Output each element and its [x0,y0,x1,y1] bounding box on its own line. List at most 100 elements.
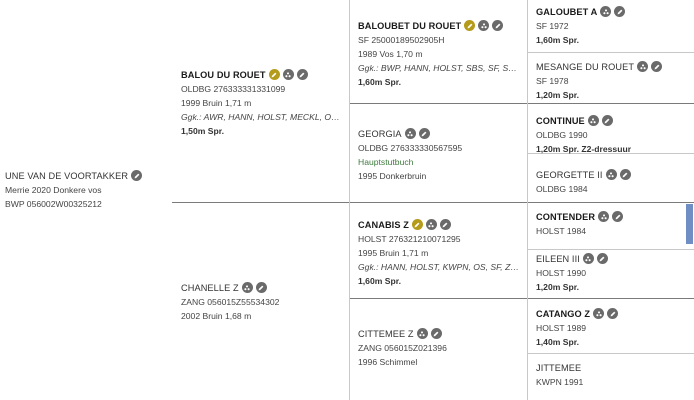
ancestor-name[interactable]: CONTINUE [536,115,585,126]
pencil-icon[interactable] [601,115,613,126]
ancestor-name[interactable]: EILEEN III [536,253,580,264]
family-icon[interactable] [582,253,594,264]
ancestor-name[interactable]: GEORGETTE II [536,169,603,180]
family-icon[interactable] [605,169,617,180]
ancestor-card: CONTINUE OLDBG 1990 1,20m Spr. Z2-dressu… [536,113,631,156]
ancestor-card: GEORGETTE II OLDBG 1984 [536,167,631,196]
divider-gen1 [172,202,694,203]
paternal-granddam-details: 1995 Donkerbruin [358,171,427,181]
scrollbar-thumb[interactable] [686,204,693,244]
pencil-icon[interactable] [131,170,143,181]
ancestor-card: CONTENDER HOLST 1984 [536,209,624,238]
divider-gen3-4 [527,353,694,354]
ancestor-details: OLDBG 1984 [536,184,588,194]
dam-name[interactable]: CHANELLE Z [181,282,239,293]
family-icon[interactable] [637,61,649,72]
ancestor-details: HOLST 1989 [536,323,587,333]
column-line-gen2 [349,0,350,400]
ancestor-details: OLDBG 1990 [536,130,588,140]
paternal-grandsire-studbooks: Ggk.: BWP, HANN, HOLST, SBS, SF, SWB [358,63,522,73]
horse-registration: BWP 056002W00325212 [5,199,102,209]
family-icon[interactable] [282,69,294,80]
ancestor-details: SF 1972 [536,21,569,31]
paternal-grandsire-registration: SF 25000189502905H [358,35,445,45]
pencil-icon[interactable] [619,169,631,180]
ancestor-name[interactable]: CONTENDER [536,211,596,222]
maternal-granddam-card: CITTEMEE Z ZANG 056015Z021396 1996 Schim… [358,326,447,369]
divider-gen3-2 [527,153,694,154]
pencil-icon[interactable] [612,211,624,222]
column-line-gen3 [527,0,528,400]
pencil-icon[interactable] [418,128,430,139]
dam-registration: ZANG 056015Z55534302 [181,297,280,307]
sire-registration: OLDBG 276333331331099 [181,84,286,94]
pencil-icon[interactable] [614,6,626,17]
horse-details: Merrie 2020 Donkere vos [5,185,102,195]
ancestor-card: CATANGO Z HOLST 1989 1,40m Spr. [536,306,619,349]
maternal-granddam-details: 1996 Schimmel [358,357,418,367]
ancestor-card: JITTEMEE KWPN 1991 [536,360,583,389]
maternal-grandsire-card: CANABIS Z HOLST 276321210071295 1995 Bru… [358,217,522,288]
paternal-grandsire-details: 1989 Vos 1,70 m [358,49,423,59]
family-icon[interactable] [598,211,610,222]
gold-star-pencil-icon[interactable] [464,20,476,31]
sire-card: BALOU DU ROUET OLDBG 276333331331099 199… [181,67,341,138]
dam-details: 2002 Bruin 1,68 m [181,311,252,321]
maternal-grandsire-details: 1995 Bruin 1,71 m [358,248,429,258]
ancestor-performance: 1,60m Spr. [536,35,579,45]
sire-name[interactable]: BALOU DU ROUET [181,69,266,80]
paternal-grandsire-card: BALOUBET DU ROUET SF 25000189502905H 198… [358,18,522,89]
pencil-icon[interactable] [651,61,663,72]
ancestor-name[interactable]: GALOUBET A [536,6,598,17]
paternal-granddam-studbook: Hauptstutbuch [358,157,414,167]
pencil-icon[interactable] [255,282,267,293]
maternal-grandsire-registration: HOLST 276321210071295 [358,234,461,244]
maternal-grandsire-performance: 1,60m Spr. [358,276,401,286]
ancestor-name[interactable]: CATANGO Z [536,308,591,319]
family-icon[interactable] [404,128,416,139]
pencil-icon[interactable] [430,328,442,339]
ancestor-card: MESANGE DU ROUET SF 1978 1,20m Spr. [536,59,663,102]
divider-gen2-bottom [349,298,694,299]
pencil-icon[interactable] [296,69,308,80]
ancestor-performance: 1,20m Spr. Z2-dressuur [536,144,632,154]
sire-performance: 1,50m Spr. [181,126,224,136]
gold-star-pencil-icon[interactable] [268,69,280,80]
family-icon[interactable] [478,20,490,31]
sire-studbooks: Ggk.: AWR, HANN, HOLST, MECKL, OLDB... [181,112,341,122]
maternal-granddam-name[interactable]: CITTEMEE Z [358,328,414,339]
ancestor-details: HOLST 1984 [536,226,587,236]
maternal-grandsire-studbooks: Ggk.: HANN, HOLST, KWPN, OS, SF, ZANG [358,262,522,272]
divider-gen3-1 [527,52,694,53]
family-icon[interactable] [241,282,253,293]
ancestor-details: SF 1978 [536,76,569,86]
maternal-granddam-registration: ZANG 056015Z021396 [358,343,447,353]
horse-subject: UNE VAN DE VOORTAKKER Merrie 2020 Donker… [5,168,143,211]
family-icon[interactable] [416,328,428,339]
pencil-icon[interactable] [492,20,504,31]
divider-gen2-top [349,103,694,104]
paternal-granddam-name[interactable]: GEORGIA [358,128,402,139]
ancestor-card: EILEEN III HOLST 1990 1,20m Spr. [536,251,608,294]
ancestor-performance: 1,20m Spr. [536,90,579,100]
ancestor-name[interactable]: JITTEMEE [536,362,582,373]
ancestor-card: GALOUBET A SF 1972 1,60m Spr. [536,4,626,47]
horse-name[interactable]: UNE VAN DE VOORTAKKER [5,170,129,181]
pencil-icon[interactable] [596,253,608,264]
family-icon[interactable] [593,308,605,319]
ancestor-details: HOLST 1990 [536,268,587,278]
family-icon[interactable] [425,219,437,230]
family-icon[interactable] [587,115,599,126]
ancestor-details: KWPN 1991 [536,377,584,387]
maternal-grandsire-name[interactable]: CANABIS Z [358,219,409,230]
pencil-icon[interactable] [607,308,619,319]
pencil-icon[interactable] [439,219,451,230]
sire-details: 1999 Bruin 1,71 m [181,98,252,108]
paternal-grandsire-performance: 1,60m Spr. [358,77,401,87]
divider-gen3-3 [527,249,694,250]
paternal-granddam-card: GEORGIA OLDBG 276333330567595 Hauptstutb… [358,126,462,183]
family-icon[interactable] [600,6,612,17]
gold-star-pencil-icon[interactable] [411,219,423,230]
paternal-grandsire-name[interactable]: BALOUBET DU ROUET [358,20,462,31]
ancestor-name[interactable]: MESANGE DU ROUET [536,61,635,72]
